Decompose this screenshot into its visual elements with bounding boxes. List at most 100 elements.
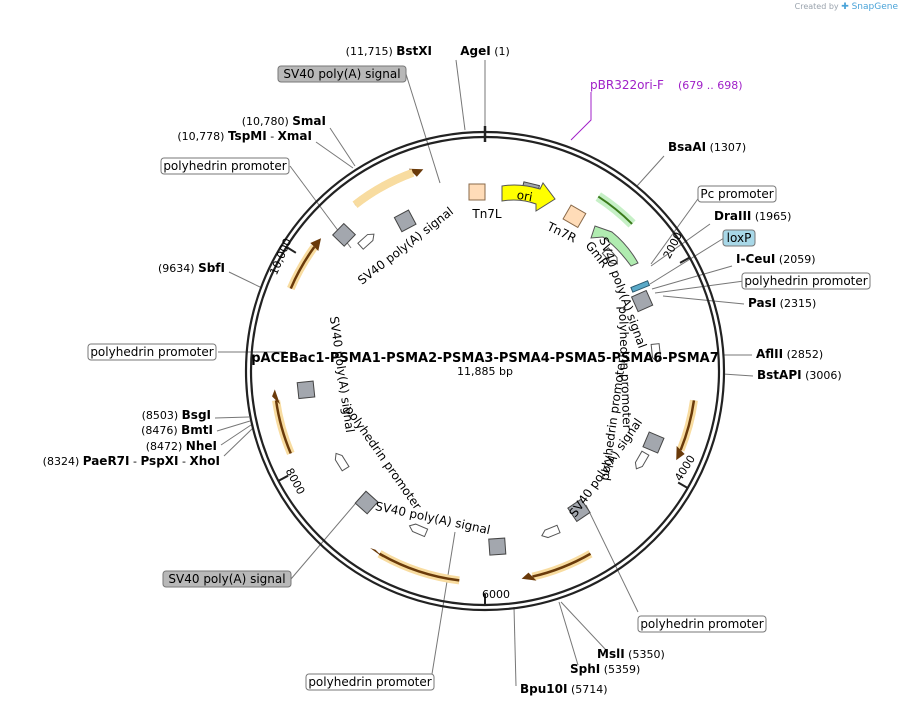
- site-enzyme-name: PaeR7I: [83, 454, 130, 468]
- box-leader: [405, 73, 441, 184]
- site-label-bsgi: (8503) BsgI: [142, 408, 211, 422]
- cds-glow: [352, 168, 415, 208]
- tn7l-box: [468, 183, 486, 201]
- watermark: Created by ✚ SnapGene: [794, 2, 898, 12]
- cds-arrow: [378, 552, 460, 582]
- site-position: (9634): [158, 262, 198, 275]
- box-text-value: SV40 poly(A) signal: [168, 572, 285, 586]
- feature-label-sv40-5: SV40 poly(A) signal: [327, 315, 357, 433]
- site-enzyme-name: XmaI: [278, 129, 312, 143]
- box-text: loxP: [727, 231, 752, 245]
- box-frame: [637, 615, 767, 633]
- box-label-poly-br: polyhedrin promoter: [637, 615, 767, 633]
- cds-arrowhead: [370, 547, 384, 558]
- site-position: (1965): [751, 210, 791, 223]
- site-position: (5350): [625, 648, 665, 661]
- promoter-arrow: [601, 247, 618, 265]
- site-label-sphi: SphI (5359): [570, 662, 640, 676]
- features: [272, 168, 698, 585]
- site-leader: [722, 373, 754, 377]
- terminator-box: [331, 222, 357, 247]
- primer-label: pBR322ori-F: [590, 78, 664, 92]
- tick-label: 10,000: [267, 236, 294, 277]
- feature-label-tn7l: Tn7L: [471, 207, 502, 221]
- site-position: (10,778): [177, 130, 228, 143]
- site-leader: [220, 424, 252, 446]
- site-position: (10,780): [242, 115, 293, 128]
- promoter-arrow: [334, 452, 350, 472]
- site-position: (3006): [802, 369, 842, 382]
- terminator-box: [296, 380, 316, 400]
- site-enzyme-name: XhoI: [189, 454, 220, 468]
- box-leader: [649, 237, 725, 285]
- site-leader: [560, 601, 607, 651]
- site-separator: -: [267, 130, 278, 143]
- site-enzyme-name: PspXI: [140, 454, 178, 468]
- site-label-sbfi: (9634) SbfI: [158, 261, 225, 275]
- site-enzyme-name: BsaAI: [668, 140, 706, 154]
- box-frame: [277, 65, 407, 83]
- plasmid-name: pACEBac1-PSMA1-PSMA2-PSMA3-PSMA4-PSMA5-P…: [251, 351, 719, 366]
- site-enzyme-name: MslI: [597, 647, 625, 661]
- site-position: (8324): [43, 455, 83, 468]
- tick-label: 8000: [283, 466, 308, 497]
- box-frame: [87, 343, 217, 361]
- site-label-bpu10i: Bpu10I (5714): [520, 682, 608, 696]
- site-position: (1): [491, 45, 510, 58]
- box-leader: [431, 531, 456, 675]
- plasmid-length: 11,885 bp: [457, 365, 513, 378]
- primer-range: (679 .. 698): [678, 79, 743, 92]
- cds-arrowhead: [676, 446, 685, 461]
- tick-label: 6000: [482, 588, 510, 601]
- leader-lines: [214, 59, 754, 687]
- box-text-value: polyhedrin promoter: [308, 675, 431, 689]
- cds-arrowhead: [521, 572, 537, 581]
- terminator-box: [567, 498, 591, 523]
- loxp-marker: [630, 280, 651, 293]
- site-label-aflii: AflII (2852): [756, 347, 823, 361]
- box-label-sv40-top: SV40 poly(A) signal: [277, 65, 407, 83]
- site-label-bsaai: BsaAI (1307): [668, 140, 746, 154]
- primer-line: [570, 92, 592, 141]
- site-label-draiii: DraIII (1965): [714, 209, 791, 223]
- gmr-arc: [597, 195, 633, 225]
- cds-arrowhead: [272, 389, 281, 405]
- box-text-value: polyhedrin promoter: [90, 345, 213, 359]
- site-position: (2852): [783, 348, 823, 361]
- cds-arrow: [289, 246, 316, 290]
- box-label-poly-l: polyhedrin promoter: [87, 343, 217, 361]
- terminator-box: [488, 537, 507, 556]
- site-separator: -: [179, 455, 190, 468]
- box-label-poly-tl: polyhedrin promoter: [160, 157, 290, 175]
- site-enzyme-name: DraIII: [714, 209, 751, 223]
- box-text-value: polyhedrin promoter: [744, 274, 867, 288]
- box-frame: [697, 185, 777, 203]
- site-enzyme-name: NheI: [186, 439, 217, 453]
- box-text: polyhedrin promoter: [640, 617, 763, 631]
- box-text-value: polyhedrin promoter: [163, 159, 286, 173]
- site-leader: [329, 127, 356, 167]
- site-enzyme-name: TspMI: [228, 129, 267, 143]
- site-enzyme-name: BmtI: [181, 423, 213, 437]
- terminator-box: [393, 209, 417, 233]
- site-position: (8503): [142, 409, 182, 422]
- box-text: Pc promoter: [700, 187, 773, 201]
- backbone: [244, 126, 726, 612]
- box-text: SV40 poly(A) signal: [168, 572, 285, 586]
- box-text: polyhedrin promoter: [744, 274, 867, 288]
- site-position: (5359): [600, 663, 640, 676]
- site-leader: [662, 295, 745, 305]
- site-leader: [455, 59, 466, 131]
- box-label-pc: Pc promoter: [697, 185, 777, 203]
- box-text-value: Pc promoter: [700, 187, 773, 201]
- tick-mark: [679, 256, 691, 264]
- tick-label: 4000: [672, 453, 698, 484]
- site-position: (1307): [706, 141, 746, 154]
- box-frame: [722, 229, 756, 247]
- site-label-tspmi: (10,778) TspMI - XmaI: [177, 129, 312, 143]
- site-position: (8472): [146, 440, 186, 453]
- labels: pACEBac1-PSMA1-PSMA2-PSMA3-PSMA4-PSMA5-P…: [43, 44, 871, 696]
- box-text-value: polyhedrin promoter: [640, 617, 763, 631]
- tick-mark: [286, 246, 297, 254]
